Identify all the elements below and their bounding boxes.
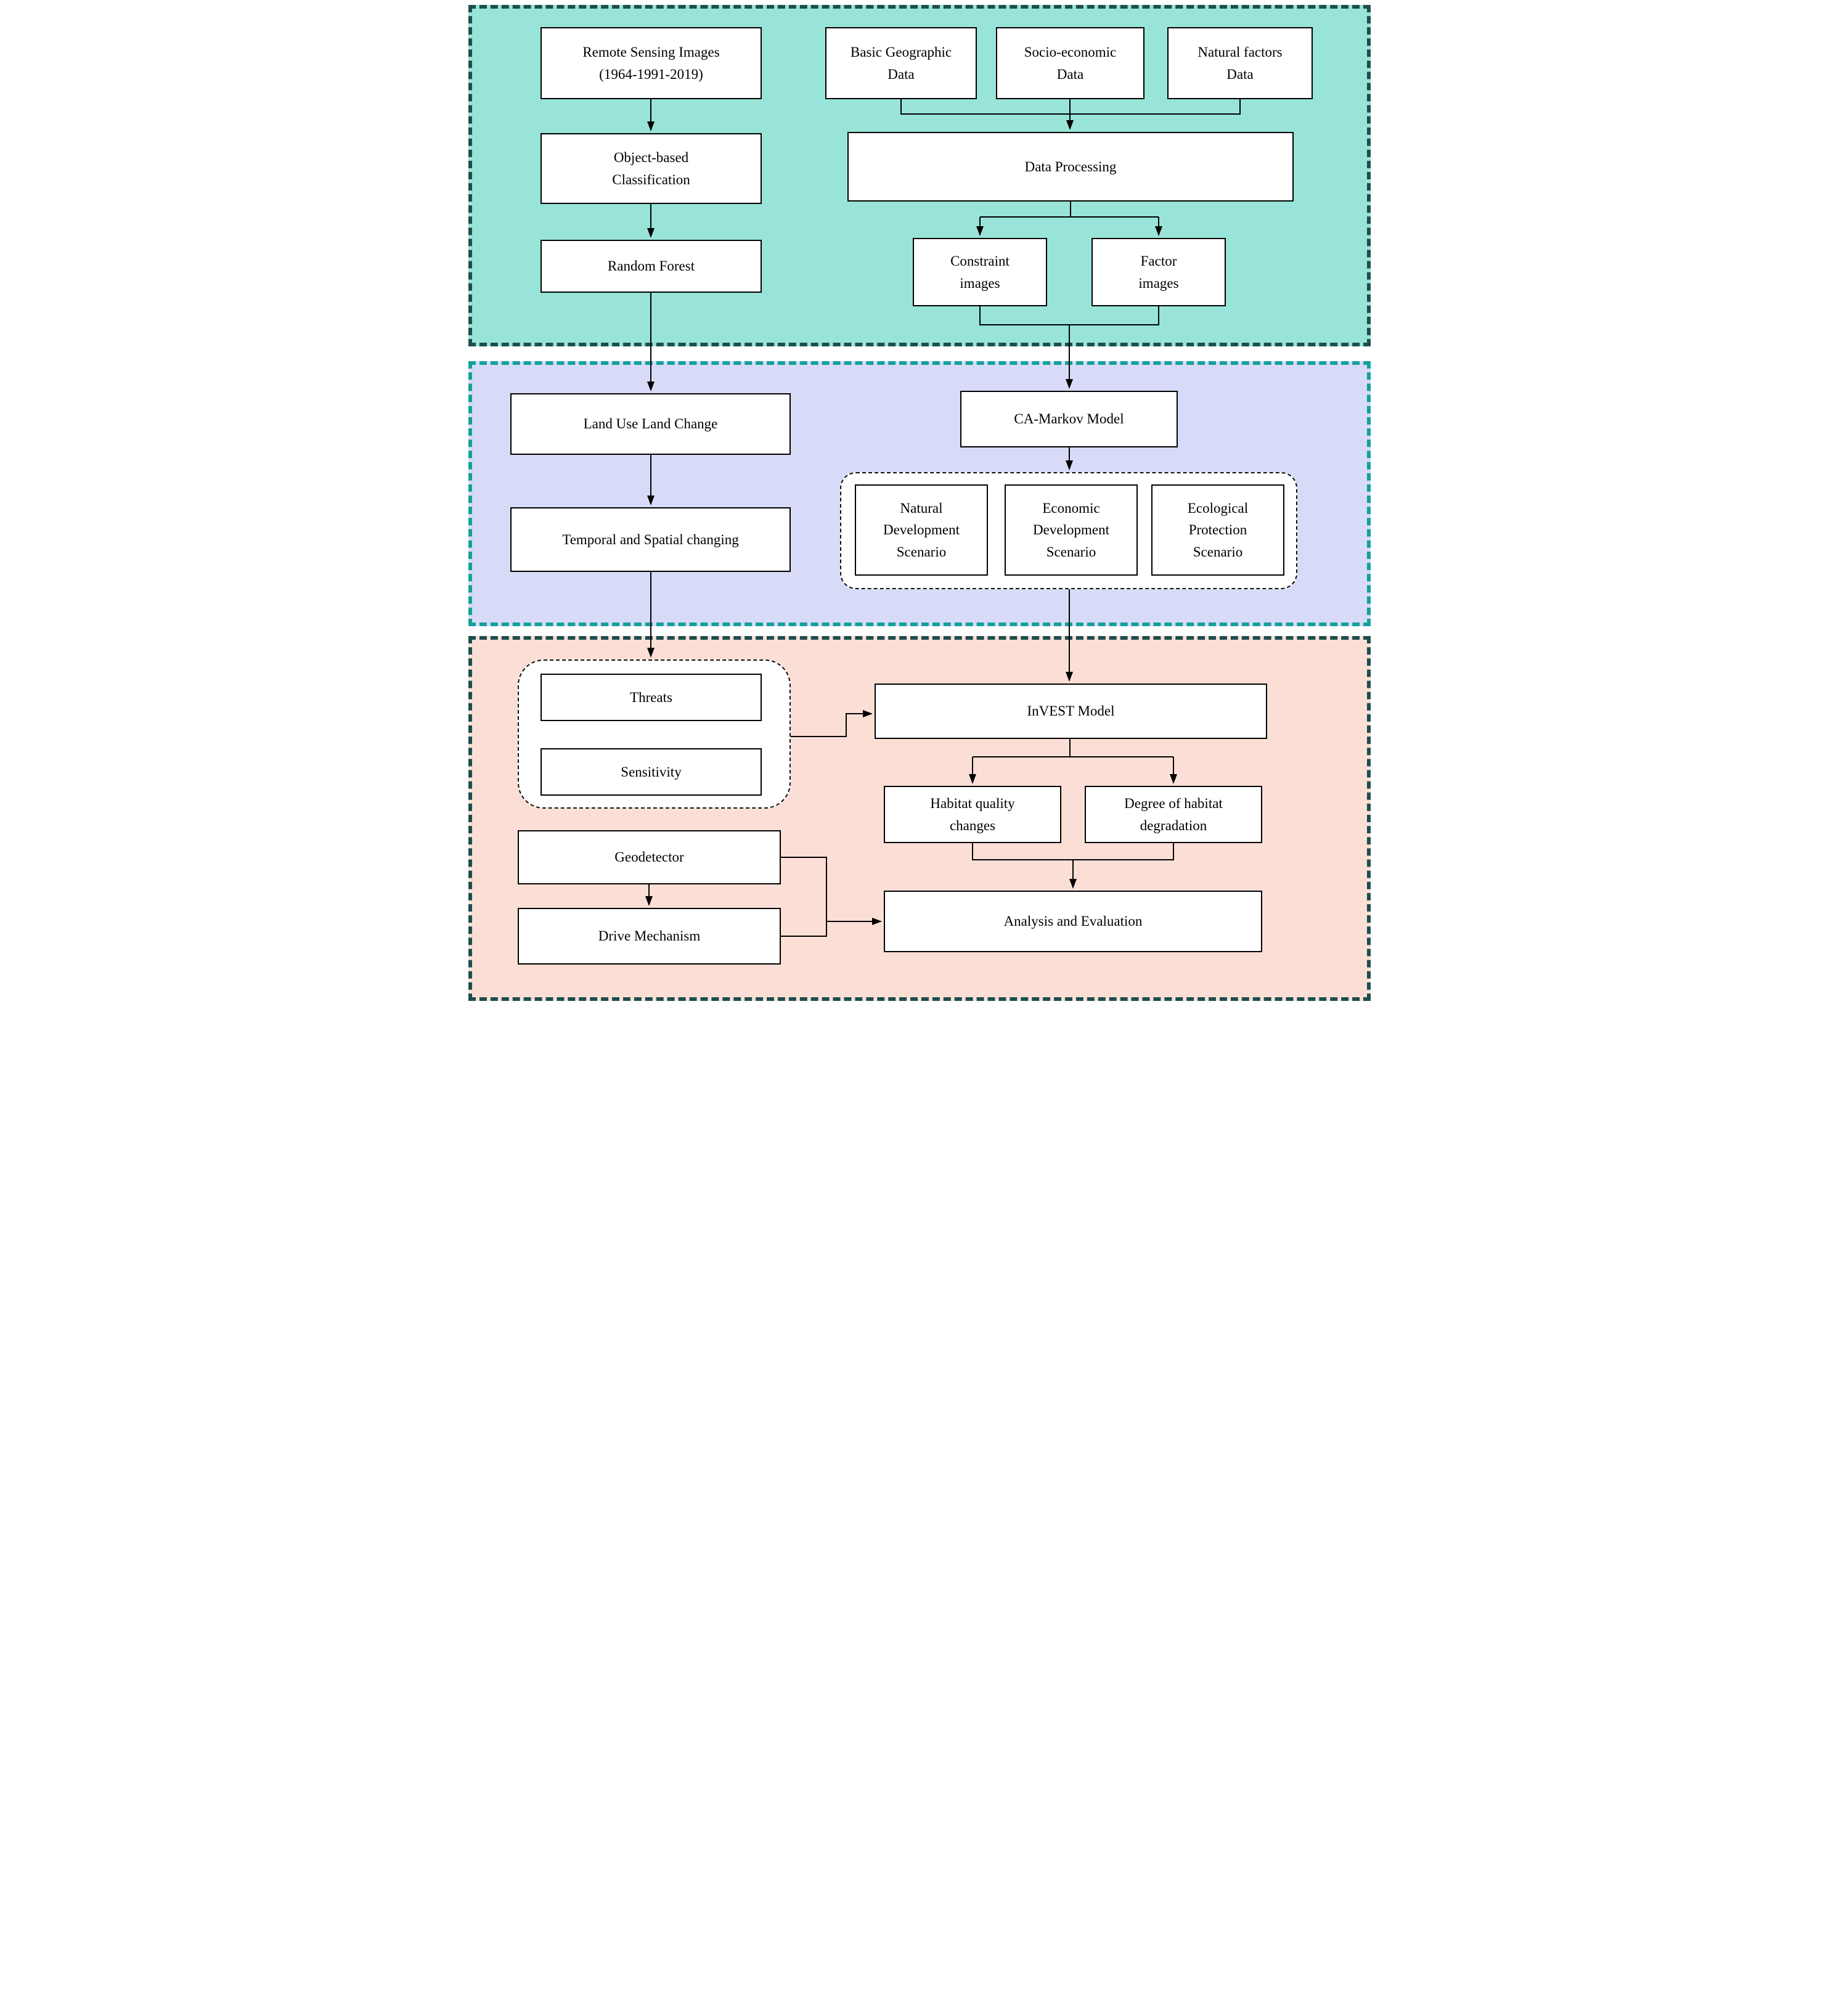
node-label: Object-based Classification	[612, 149, 690, 187]
node-drive-mechanism: Drive Mechanism	[518, 908, 781, 965]
node-label: Sensitivity	[621, 764, 682, 780]
node-label: Constraint images	[950, 253, 1010, 291]
node-label: Random Forest	[607, 258, 695, 274]
node-label: CA-Markov Model	[1014, 411, 1124, 427]
node-label: Analysis and Evaluation	[1003, 913, 1143, 929]
node-ecological-protection-scenario: Ecological Protection Scenario	[1151, 484, 1284, 576]
node-label: InVEST Model	[1027, 703, 1115, 719]
node-habitat-quality-changes: Habitat quality changes	[884, 786, 1061, 843]
node-invest-model: InVEST Model	[875, 684, 1267, 739]
node-natural-factors-data: Natural factors Data	[1167, 27, 1313, 99]
node-label: Degree of habitat degradation	[1124, 795, 1223, 833]
node-label: Ecological Protection Scenario	[1187, 500, 1249, 560]
node-label: Threats	[630, 689, 672, 705]
node-label: Socio-economic Data	[1024, 44, 1117, 82]
node-label: Land Use Land Change	[583, 416, 718, 432]
node-label: Geodetector	[614, 849, 684, 865]
node-socio-economic-data: Socio-economic Data	[996, 27, 1144, 99]
node-random-forest: Random Forest	[541, 240, 762, 293]
node-object-based-classification: Object-based Classification	[541, 133, 762, 204]
node-factor-images: Factor images	[1091, 238, 1226, 306]
node-label: Factor images	[1138, 253, 1179, 291]
node-basic-geographic-data: Basic Geographic Data	[825, 27, 977, 99]
node-land-use-land-change: Land Use Land Change	[510, 393, 791, 455]
node-degree-habitat-degradation: Degree of habitat degradation	[1085, 786, 1262, 843]
node-remote-sensing-images: Remote Sensing Images (1964-1991-2019)	[541, 27, 762, 99]
node-economic-development-scenario: Economic Development Scenario	[1005, 484, 1138, 576]
node-geodetector: Geodetector	[518, 830, 781, 884]
node-threats: Threats	[541, 674, 762, 721]
node-label: Habitat quality changes	[930, 795, 1015, 833]
node-natural-development-scenario: Natural Development Scenario	[855, 484, 988, 576]
node-label: Natural Development Scenario	[883, 500, 960, 560]
node-analysis-and-evaluation: Analysis and Evaluation	[884, 891, 1262, 952]
node-label: Remote Sensing Images (1964-1991-2019)	[582, 44, 720, 82]
node-label: Drive Mechanism	[598, 928, 701, 944]
node-label: Temporal and Spatial changing	[562, 531, 739, 547]
node-ca-markov-model: CA-Markov Model	[960, 391, 1178, 447]
node-label: Basic Geographic Data	[850, 44, 952, 82]
node-data-processing: Data Processing	[847, 132, 1294, 202]
node-label: Natural factors Data	[1197, 44, 1283, 82]
flowchart-canvas: Remote Sensing Images (1964-1991-2019) B…	[461, 0, 1383, 1008]
node-sensitivity: Sensitivity	[541, 748, 762, 796]
node-constraint-images: Constraint images	[913, 238, 1047, 306]
node-label: Economic Development Scenario	[1033, 500, 1109, 560]
node-label: Data Processing	[1024, 158, 1117, 174]
node-temporal-spatial-changing: Temporal and Spatial changing	[510, 507, 791, 572]
